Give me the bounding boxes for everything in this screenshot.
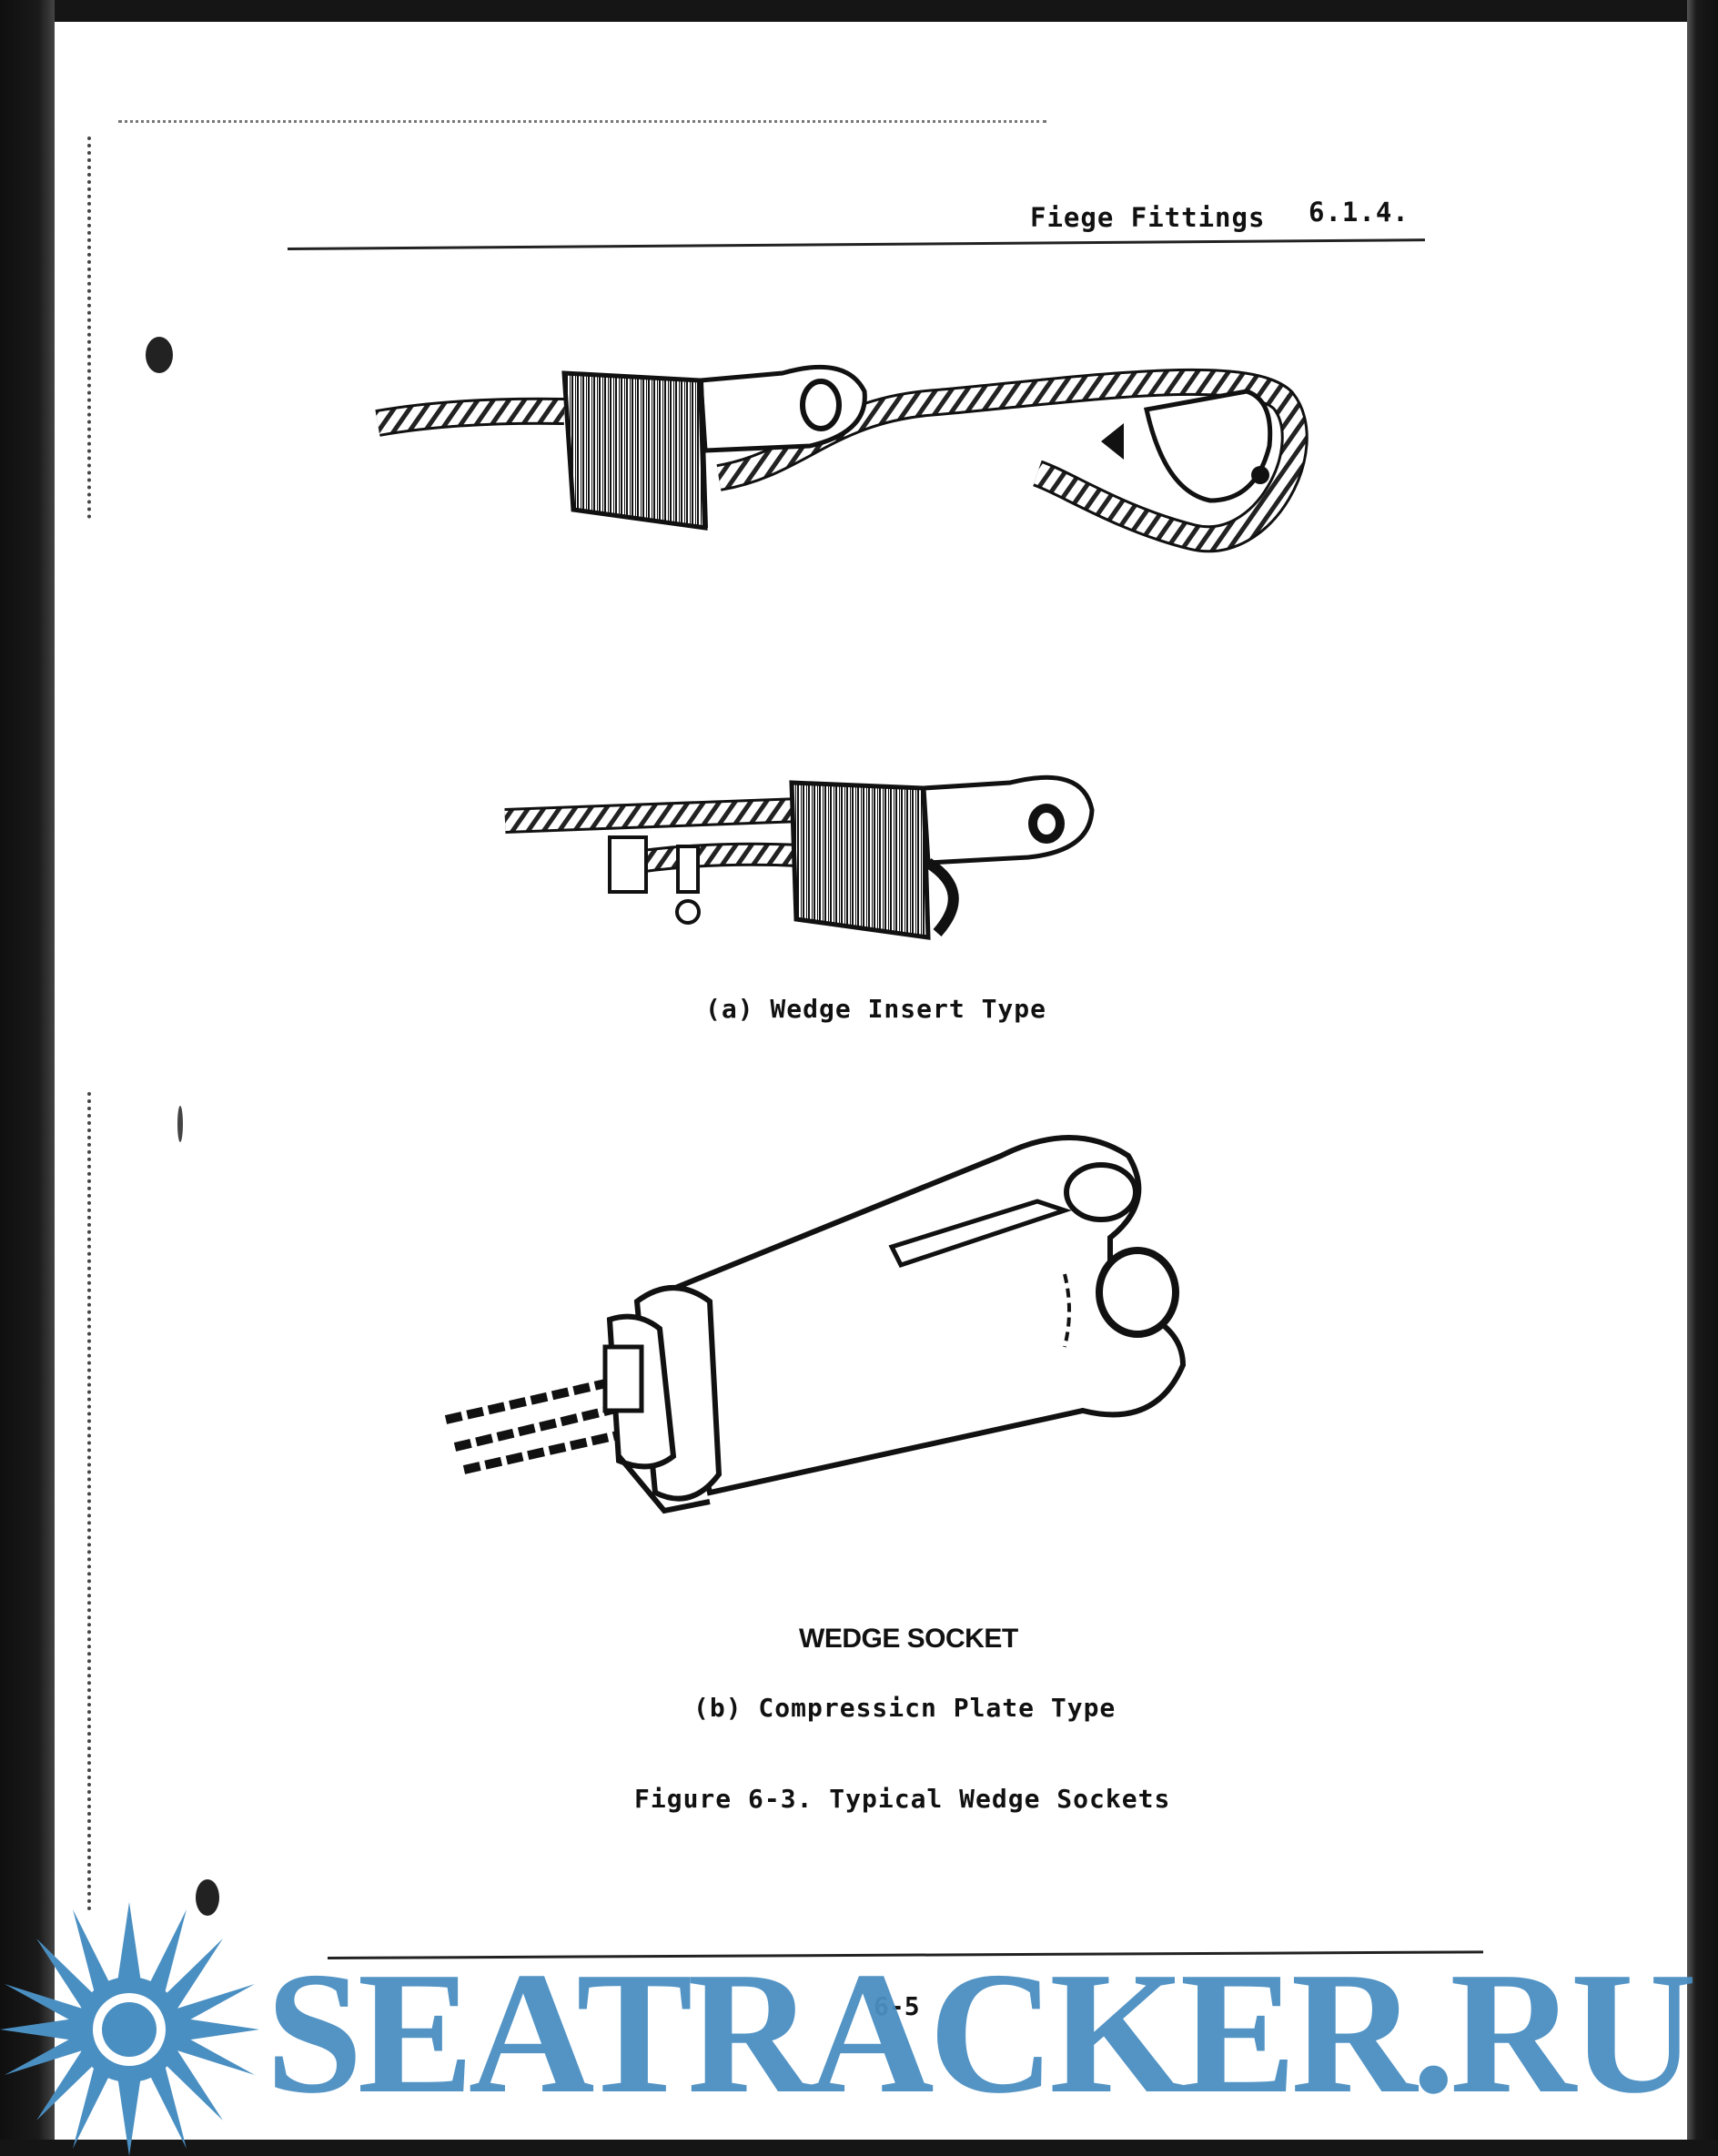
scan-border-left — [0, 0, 55, 2156]
wedge-socket-label: WEDGE SOCKET — [799, 1624, 1018, 1654]
scan-border-bottom — [0, 2140, 1718, 2156]
wedge-insert-socket-illustration-2 — [504, 774, 1095, 940]
scan-noise — [87, 137, 115, 519]
wedge-insert-socket-illustration-1 — [375, 364, 1309, 553]
figure-b-caption: (b) Compressicn Plate Type — [693, 1693, 1117, 1723]
scan-speck — [196, 1879, 219, 1916]
running-header-title: Fiege Fittings — [1030, 202, 1266, 233]
faint-top-rule — [118, 120, 1046, 125]
figure-a-caption: (a) Wedge Insert Type — [705, 994, 1047, 1024]
section-number: 6.1.4. — [1309, 197, 1410, 228]
scan-speck — [146, 337, 173, 373]
figure-title: Figure 6-3. Typical Wedge Sockets — [634, 1784, 1171, 1814]
scan-speck — [177, 1106, 183, 1142]
scan-border-right — [1687, 0, 1718, 2156]
compression-plate-wedge-socket-illustration — [444, 1135, 1187, 1514]
scan-border-top — [0, 0, 1718, 22]
watermark-text: SEATRACKER.RU — [266, 1936, 1697, 2130]
sun-logo-icon — [0, 1902, 259, 2156]
page-number: 6-5 — [874, 1991, 920, 2021]
scan-noise — [87, 1092, 115, 1911]
header-rule — [287, 238, 1425, 250]
